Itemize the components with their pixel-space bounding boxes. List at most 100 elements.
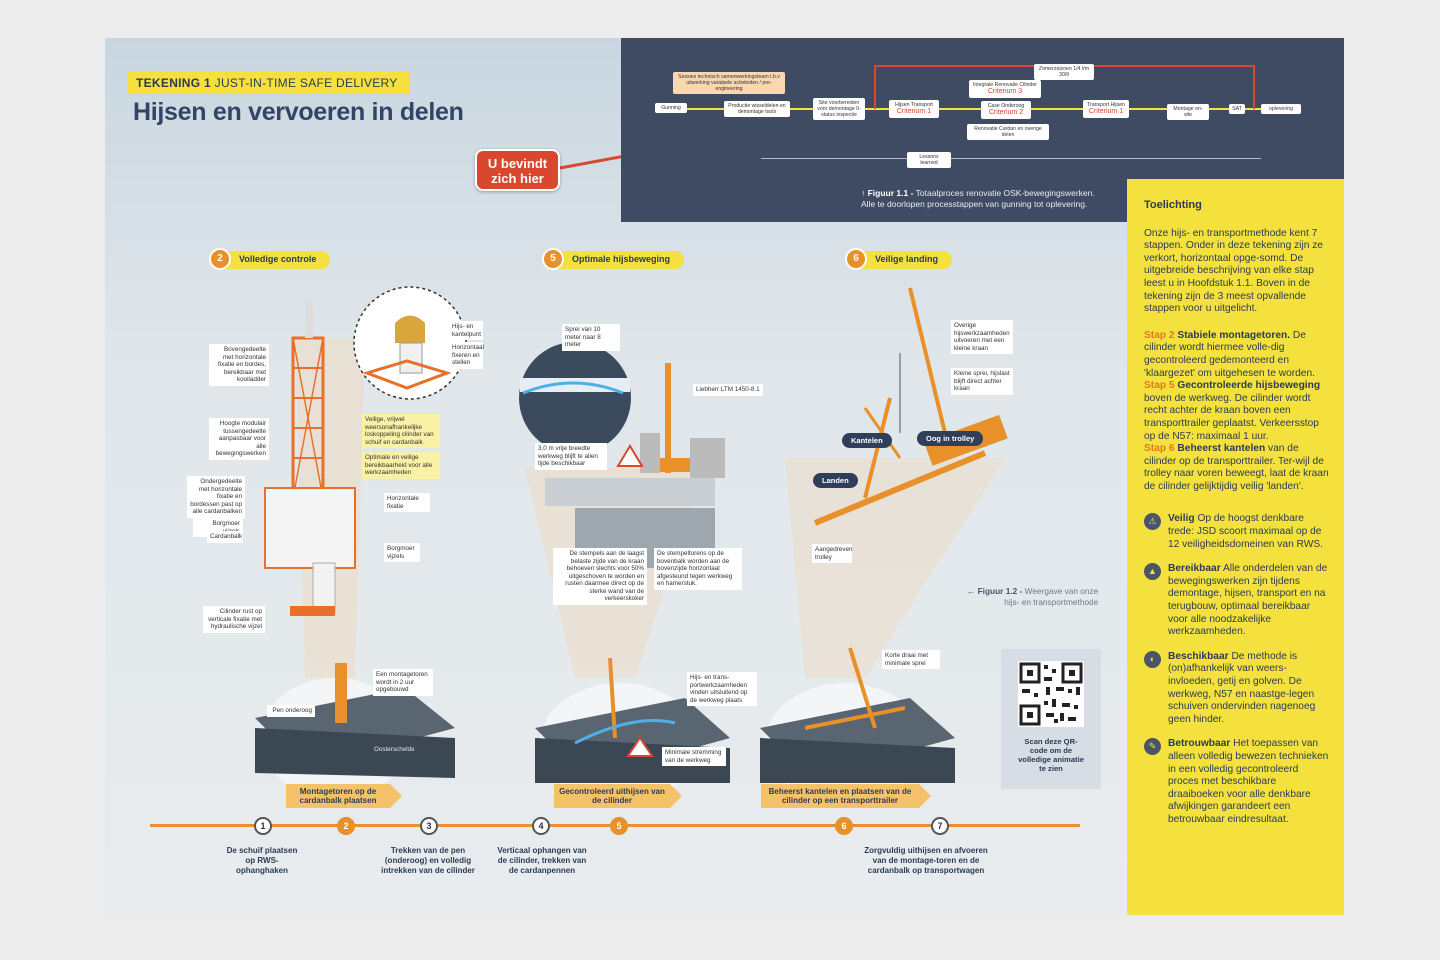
badge-step-2: 2 Volledige controle (209, 248, 331, 270)
tower-label-borgmoer-right: Borgmoer vijzels (384, 543, 420, 562)
process-criterium-1: Criterium 1 (896, 108, 932, 115)
montage-tower-drawing (264, 300, 356, 616)
betrouwbaar-text: Het toepassen van alleen volledig beweze… (1168, 738, 1329, 825)
timeline-node-4: 4 (532, 817, 550, 835)
figure-1-2-text-2: hijs- en transportmethode (1004, 597, 1099, 607)
toelichting-panel: Toelichting Onze hijs- en transportmetho… (1127, 179, 1344, 915)
bottom-label-stremming: Minimale stremming van de werkweg (662, 747, 726, 766)
arrow-step-5: Gecontroleerd uithijsen van de cilinder (554, 784, 682, 808)
process-sessies: Sessies technisch samenwerkingsteam t.b.… (673, 72, 785, 94)
toelichting-intro: Onze hijs- en transportmethode kent 7 st… (1144, 227, 1323, 315)
stap-2-title: Stabiele montagetoren. (1177, 329, 1291, 341)
badge-step-6-label: Veilige landing (875, 254, 939, 264)
timeline-node-2: 2 (337, 817, 355, 835)
warning-icon: ⚠ (1144, 513, 1161, 531)
process-diagram: Gunning Sessies technisch samenwerkingst… (621, 38, 1344, 222)
arrow-up-icon: ▲ (1144, 563, 1161, 581)
arrow-step-2-line-2: cardanbalk plaatsen (299, 796, 377, 805)
gauge-icon: ◐ (1144, 650, 1161, 668)
timeline-label-1: De schuif plaatsen op RWS- ophanghaken (226, 846, 298, 875)
badge-step-5: 5 Optimale hijsbeweging (542, 248, 685, 270)
bereikbaar-text: Alle onderdelen van de bewegingswerken z… (1168, 563, 1328, 638)
detail-label-hijs: Hijs- en kantelpunt (449, 321, 483, 340)
badge-step-2-number: 2 (209, 248, 231, 270)
lift-label-werkweg: 3,0 m vrije breedte werkweg blijft te al… (535, 443, 607, 470)
qr-text: Scan deze QR-code om de volledige animat… (1018, 737, 1084, 773)
stap-5-text: boven de werkweg. De cilinder wordt rech… (1144, 392, 1319, 442)
tower-label-middle: Hoogte modulair tussengedeelte aanpasbaa… (209, 418, 269, 460)
stap-6-label: Stap 6 (1144, 443, 1175, 455)
veilig-text: Op de hoogst denkbare trede: JSD scoort … (1168, 513, 1323, 550)
page-title: Hijsen en vervoeren in delen (133, 98, 464, 126)
timeline-node-3: 3 (420, 817, 438, 835)
bottom-label-oosterschelde: Oosterschelde (374, 746, 415, 753)
arrow-step-6: Beheerst kantelen en plaatsen van de cil… (761, 784, 931, 808)
pill-landen: Landen (813, 473, 858, 488)
process-case: Case Onderoog Criterium 2 (981, 101, 1031, 119)
timeline-label-3: Trekken van de pen (onderoog) en volledi… (381, 846, 475, 875)
lift-label-stempels: De stempels aan de laagst belaste zijde … (553, 548, 647, 605)
veilig-title: Veilig (1168, 513, 1195, 525)
lift-label-liebherr: Liebherr LTM 1450-8.1 (693, 384, 763, 396)
figure-1-1-label: ↑ Figuur 1.1 - (861, 188, 914, 198)
beschikbaar-title: Beschikbaar (1168, 650, 1229, 662)
pill-oog-in-trolley: Oog in trolley (917, 431, 984, 446)
figure-1-2-caption: ← Figuur 1.2 - Weergave van onze hijs- e… (967, 586, 1098, 608)
timeline-node-1: 1 (254, 817, 272, 835)
timeline-node-6: 6 (835, 817, 853, 835)
toelichting-stap-5: Stap 5 Gecontroleerde hijsbeweging boven… (1144, 380, 1330, 443)
process-criterium-2: Criterium 2 (988, 109, 1024, 116)
process-criterium-3: Criterium 3 (987, 88, 1023, 95)
tower-note-optimaal: Optimale en veilige bereikbaarheid voor … (362, 452, 440, 479)
kwaliteit-veilig: ⚠ Veilig Op de hoogst denkbare trede: JS… (1144, 513, 1330, 551)
bottom-label-hijs: Hijs- en trans-portwerkzaamheden vinden … (687, 672, 757, 706)
process-criterium-1b: Criterium 1 (1088, 108, 1124, 115)
badge-step-5-number: 5 (542, 248, 564, 270)
pill-kantelen: Kantelen (842, 433, 892, 448)
badge-step-5-label: Optimale hijsbeweging (572, 254, 671, 264)
tower-label-top: Bovengedeelte met horizontale fixatie en… (209, 344, 269, 386)
process-sat: SAT (1229, 104, 1245, 114)
kwaliteit-betrouwbaar: ✎ Betrouwbaar Het toepassen van alleen v… (1144, 738, 1330, 826)
arrow-step-6-line-2: cilinder op een transporttrailer (781, 796, 899, 805)
qr-code[interactable] (1018, 661, 1084, 727)
tower-label-bottom: Ondergedeelte met horizontale fixatie en… (187, 476, 245, 518)
stap-6-text: van de cilinder op de transporttrailer. … (1144, 443, 1329, 492)
process-hijsen-label: Hijsen Transport (895, 102, 933, 108)
tower-note-veilig: Veilige, vrijwel weersonafhankelijke los… (362, 414, 440, 448)
figure-1-2-text-1: Weergave van onze (1024, 586, 1099, 596)
stap-2-text: De cilinder wordt hiermee volle-dig geco… (1144, 329, 1315, 379)
figure-1-2-label: ← Figuur 1.2 - (967, 586, 1023, 596)
process-transport-hijsen: Transport Hijsen Criterium 1 (1083, 100, 1129, 118)
tower-label-horizontale: Horizontale fixatie (384, 493, 430, 512)
timeline-node-5: 5 (610, 817, 628, 835)
infographic-sheet: TEKENING 1 JUST-IN-TIME SAFE DELIVERY Hi… (105, 38, 1344, 915)
drawing-tag: TEKENING 1 JUST-IN-TIME SAFE DELIVERY (128, 72, 410, 94)
arrow-step-2: Montagetoren op de cardanbalk plaatsen (286, 784, 402, 808)
kwaliteit-beschikbaar: ◐ Beschikbaar De methode is (on)afhankel… (1144, 650, 1330, 727)
timeline-label-4: Verticaal ophangen van de cilinder, trek… (497, 846, 587, 875)
arrow-step-6-line-1: Beheerst kantelen en plaatsen van de (768, 787, 912, 796)
tower-label-cilinder: Cilinder rust op verticale fixatie met h… (203, 606, 265, 633)
process-case-label: Case Onderoog (987, 103, 1025, 109)
timeline-label-7: Zorgvuldig uithijsen en afvoeren van de … (864, 846, 988, 875)
lift-label-stempeltorens: De stempeltorens op de bovenbalk worden … (654, 548, 742, 590)
process-hijsen-transport: Hijsen Transport Criterium 1 (889, 100, 939, 118)
stap-2-label: Stap 2 (1144, 329, 1175, 341)
arrow-step-5-line-1: Gecontroleerd uithijsen van (559, 787, 665, 796)
badge-step-2-label: Volledige controle (239, 254, 317, 264)
tag-number: TEKENING 1 (136, 76, 212, 90)
process-transport-label: Transport Hijsen (1087, 102, 1125, 108)
kwaliteit-bereikbaar: ▲ Bereikbaar Alle onderdelen van de bewe… (1144, 563, 1330, 639)
process-productie: Productie wisseldelen en demontage tools (724, 101, 790, 117)
beschikbaar-text: De methode is (on)afhankelijk van weers-… (1168, 650, 1316, 725)
process-integrale-label: Integrale Renovatie Cilinder (972, 82, 1037, 88)
figure-1-1-text-2: Alle te doorlopen processtappen van gunn… (861, 199, 1088, 209)
bereikbaar-title: Bereikbaar (1168, 563, 1221, 575)
stap-5-title: Gecontroleerde hijsbeweging (1177, 380, 1321, 392)
process-lessons: Lessons learned (907, 152, 951, 168)
bottom-label-tower: Een montagetoren wordt in 2 uur opgebouw… (373, 669, 433, 696)
landing-label-overige: Overige hijswerkzaamheden uitvoeren met … (951, 320, 1013, 354)
figure-1-1-text-1: Totaalproces renovatie OSK-bewegingswerk… (915, 188, 1095, 198)
bottom-label-draai: Korte draai met minimale sprei (882, 650, 940, 669)
